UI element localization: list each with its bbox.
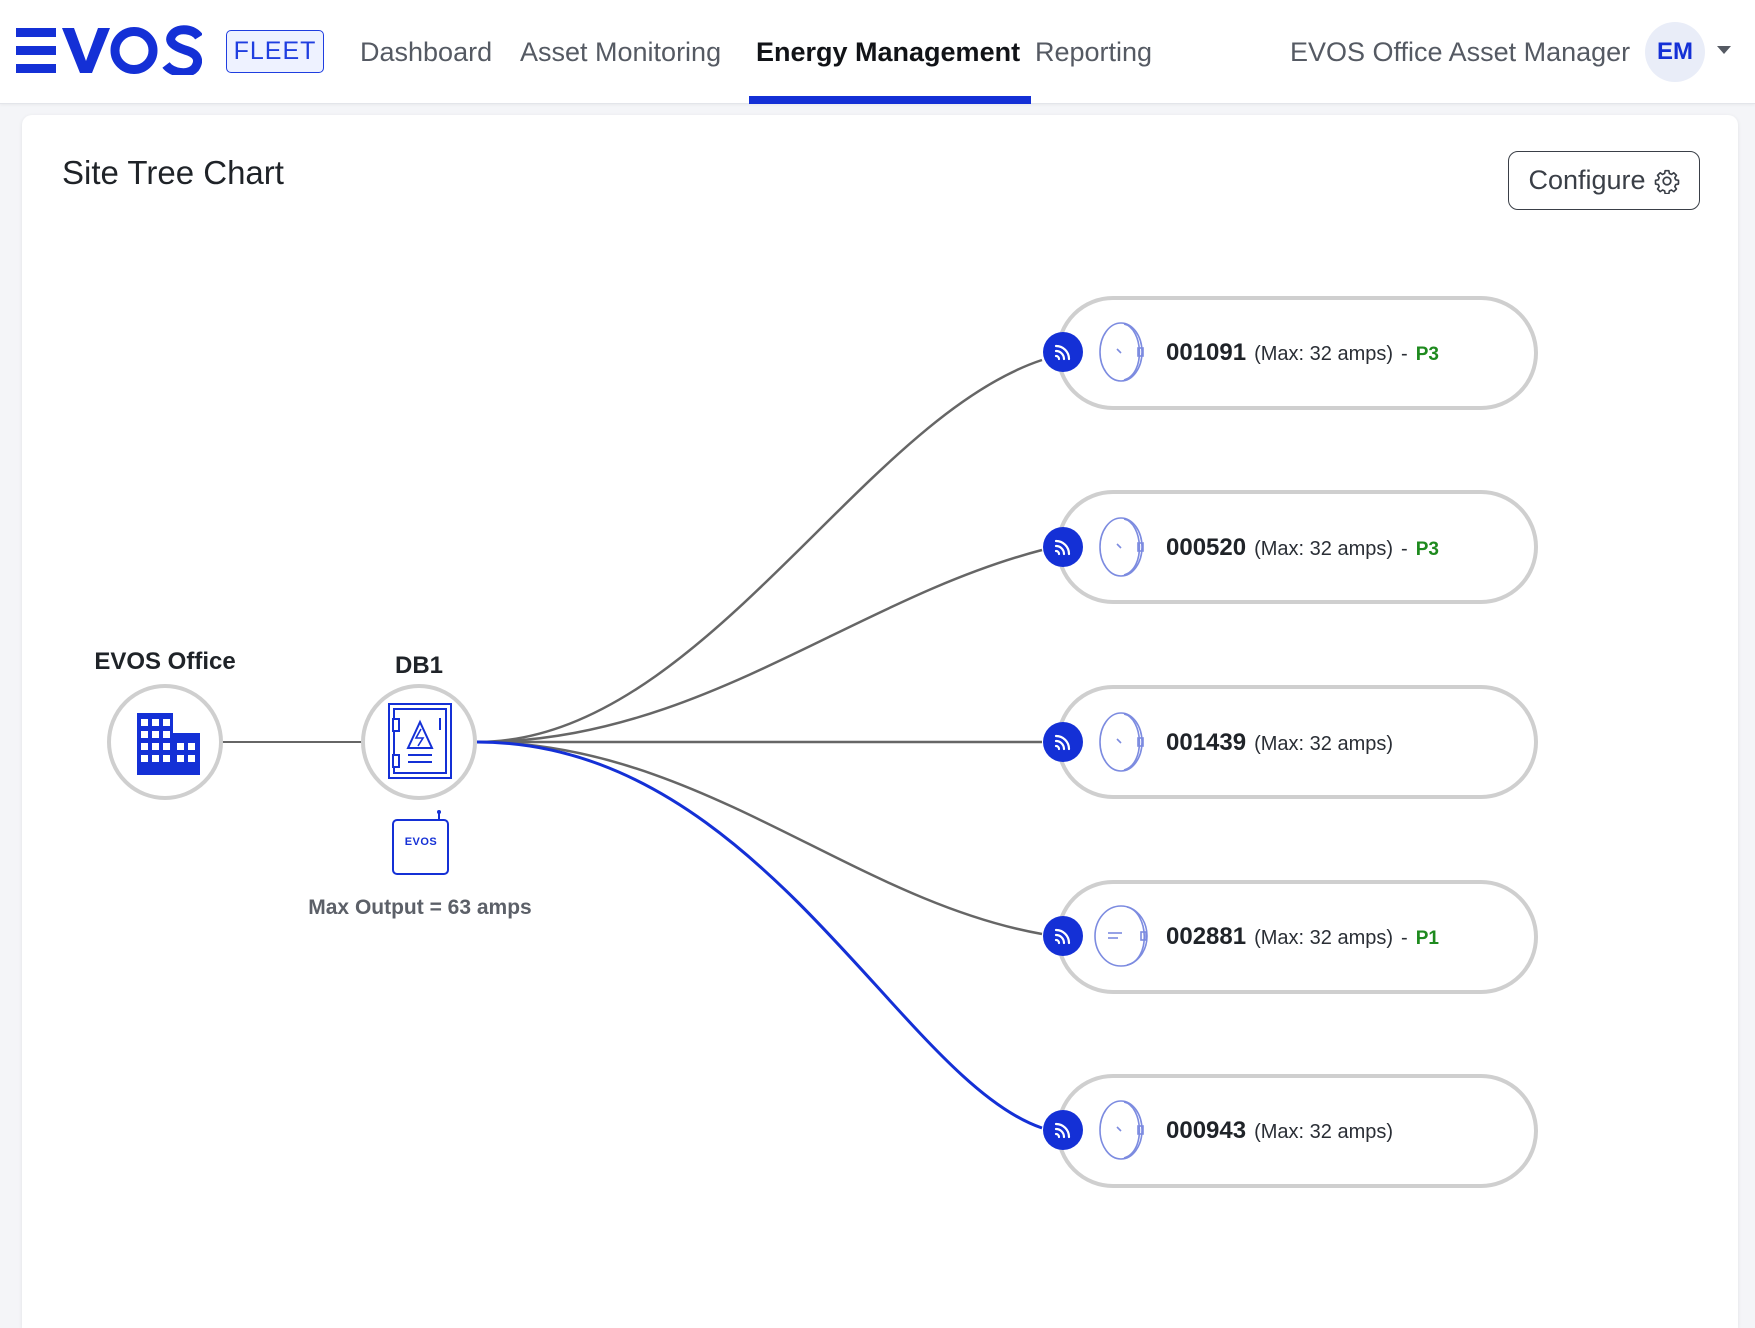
charger-row-1[interactable]: 001091 (Max: 32 amps) - P3	[1166, 339, 1439, 367]
board-label: DB1	[394, 652, 444, 679]
charger-pills	[1056, 296, 1538, 1188]
evos-device-icon	[392, 810, 449, 875]
evos-device-label: EVOS	[404, 836, 438, 848]
charger-separator: -	[1401, 538, 1408, 560]
wifi-icon-5	[1043, 1110, 1083, 1150]
charger-separator: -	[1401, 343, 1408, 365]
chevron-down-icon[interactable]	[1716, 44, 1732, 56]
link-board-charger-4	[476, 740, 1043, 936]
charger-id: 000520	[1166, 534, 1247, 561]
link-board-charger-5-highlighted	[476, 740, 1043, 1130]
ev-charger-icon-3	[1099, 712, 1144, 772]
configure-label: Configure	[1528, 165, 1646, 195]
charger-max-current: (Max: 32 amps)	[1254, 1121, 1394, 1143]
charger-max-current: (Max: 32 amps)	[1254, 733, 1394, 755]
ev-charger-icon-5	[1099, 1100, 1144, 1160]
charger-id: 001439	[1166, 729, 1247, 756]
top-navigation-bar: FLEET Dashboard Asset Monitoring Energy …	[0, 0, 1755, 104]
configure-button[interactable]: Configure	[1508, 151, 1700, 210]
wifi-icon-1	[1043, 332, 1083, 372]
wifi-status-icons	[1043, 332, 1083, 1150]
charger-row-5[interactable]: 000943 (Max: 32 amps)	[1166, 1117, 1393, 1145]
charger-id: 002881	[1166, 923, 1247, 950]
charger-row-4[interactable]: 002881 (Max: 32 amps) - P1	[1166, 923, 1439, 951]
evos-logo[interactable]	[16, 25, 202, 75]
page-title: Site Tree Chart	[62, 154, 284, 191]
nav-asset-monitoring[interactable]: Asset Monitoring	[520, 36, 722, 67]
charger-row-3[interactable]: 001439 (Max: 32 amps)	[1166, 729, 1393, 757]
wifi-icon-4	[1043, 916, 1083, 956]
board-max-output: Max Output = 63 amps	[308, 896, 532, 919]
wifi-icon-3	[1043, 722, 1083, 762]
nav-dashboard[interactable]: Dashboard	[360, 36, 493, 67]
site-node[interactable]	[107, 684, 223, 800]
charger-separator: -	[1401, 927, 1408, 949]
board-node[interactable]	[361, 684, 477, 800]
charger-id: 001091	[1166, 339, 1247, 366]
charger-max-current: (Max: 32 amps)	[1254, 538, 1394, 560]
ev-charger-icon-4	[1094, 905, 1148, 967]
nav-energy-management[interactable]: Energy Management	[756, 36, 1021, 67]
charger-phase: P1	[1415, 928, 1439, 949]
fleet-badge: FLEET	[226, 30, 324, 73]
charger-phase: P3	[1415, 539, 1439, 560]
charger-id: 000943	[1166, 1117, 1247, 1144]
user-name[interactable]: EVOS Office Asset Manager	[1290, 36, 1631, 67]
charger-max-current: (Max: 32 amps)	[1254, 343, 1394, 365]
gear-icon	[1654, 169, 1679, 194]
charger-phase: P3	[1415, 344, 1439, 365]
wifi-icon-2	[1043, 527, 1083, 567]
user-avatar[interactable]: EM	[1645, 22, 1705, 82]
charger-row-2[interactable]: 000520 (Max: 32 amps) - P3	[1166, 534, 1439, 562]
nav-reporting[interactable]: Reporting	[1035, 36, 1153, 67]
active-nav-indicator	[749, 96, 1031, 104]
ev-charger-icon-1	[1099, 322, 1144, 382]
distribution-board-icon	[388, 703, 452, 779]
site-label: EVOS Office	[94, 648, 236, 675]
link-board-charger-2	[476, 548, 1043, 744]
charger-device-icons	[1094, 322, 1148, 1160]
charger-max-current: (Max: 32 amps)	[1254, 927, 1394, 949]
ev-charger-icon-2	[1099, 517, 1144, 577]
link-board-charger-1	[476, 358, 1043, 744]
